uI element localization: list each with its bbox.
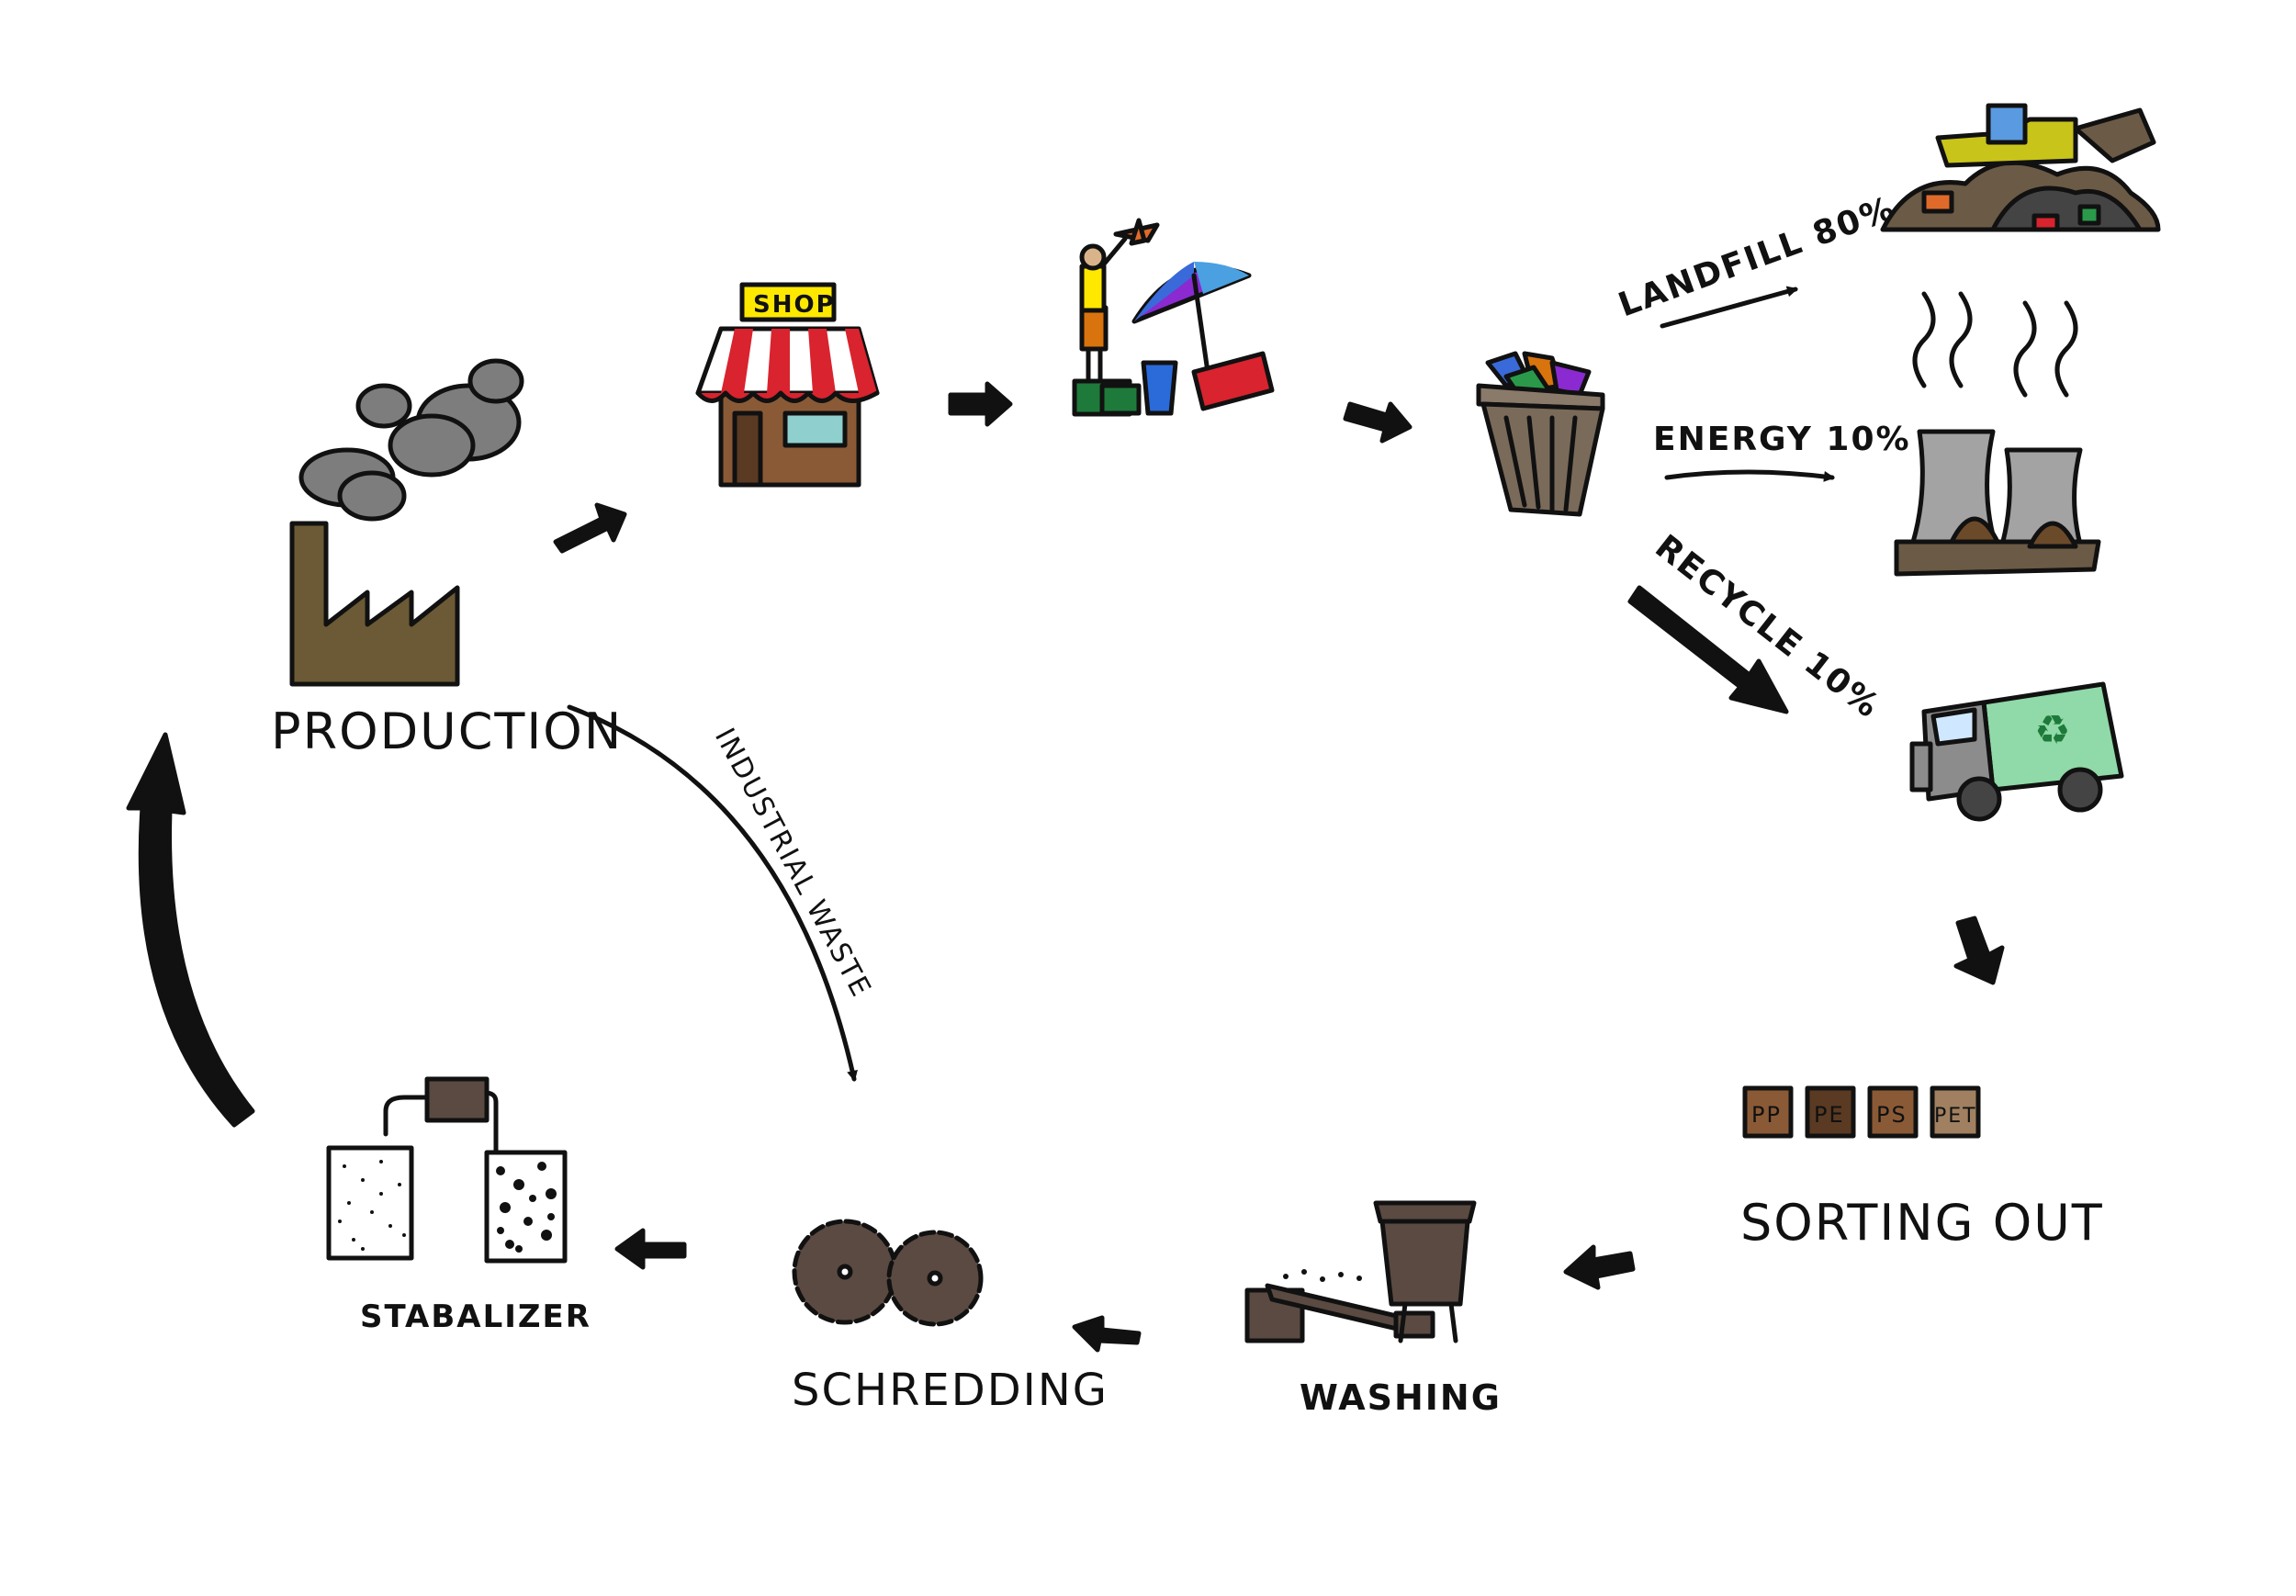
factory-icon <box>289 358 524 687</box>
arrow-consumer-to-trash <box>1343 401 1412 444</box>
arrow-industrial-waste <box>567 704 858 1082</box>
industrial-waste-label: INDUSTRIAL WASTE <box>708 723 877 1003</box>
arrow-stabalizer-to-production <box>126 732 255 1128</box>
arrow-production-to-shop <box>553 502 627 554</box>
power-plant-icon <box>1894 291 2101 577</box>
stabalizer-label: STABALIZER <box>360 1298 591 1335</box>
beach-items-icon <box>1072 218 1275 417</box>
trash-can-icon <box>1476 351 1605 517</box>
recycle-symbol-icon: ♻ <box>2034 707 2070 754</box>
arrow-to-landfill <box>1660 286 1798 329</box>
sorting-out-label: SORTING OUT <box>1740 1194 2104 1252</box>
production-label: PRODUCTION <box>271 702 623 760</box>
washing-machine-icon <box>1244 1200 1477 1343</box>
bin-pp-label: PP <box>1751 1102 1782 1128</box>
schredding-label: SCHREDDING <box>792 1365 1109 1416</box>
washing-label: WASHING <box>1300 1377 1502 1418</box>
shredder-icon <box>792 1219 984 1327</box>
shop-sign-label: SHOP <box>753 291 836 319</box>
bin-pe-label: PE <box>1814 1102 1845 1128</box>
landfill-icon <box>1880 103 2161 232</box>
energy-label: ENERGY 10% <box>1653 421 1911 458</box>
shop-icon: SHOP <box>695 282 880 488</box>
arrow-sorting-to-washing <box>1563 1244 1636 1290</box>
arrow-to-recycle <box>1627 585 1789 714</box>
smoke-icon <box>298 358 524 522</box>
arrow-washing-to-shredding <box>1072 1315 1142 1353</box>
arrow-shop-to-consumer <box>948 381 1013 427</box>
landfill-label: LANDFILL 80% <box>1614 189 1900 324</box>
stabalizer-icon <box>326 1076 568 1264</box>
bin-ps-label: PS <box>1876 1102 1908 1128</box>
sorting-bins-icon: PP PE PS PET <box>1742 1085 1981 1139</box>
arrow-to-energy <box>1664 469 1835 482</box>
bin-pet-label: PET <box>1934 1105 1977 1128</box>
arrow-truck-to-sorting <box>1953 916 2005 985</box>
arrow-shredding-to-stabalizer <box>614 1228 687 1270</box>
recycling-truck-icon: ♻ <box>1909 681 2124 822</box>
